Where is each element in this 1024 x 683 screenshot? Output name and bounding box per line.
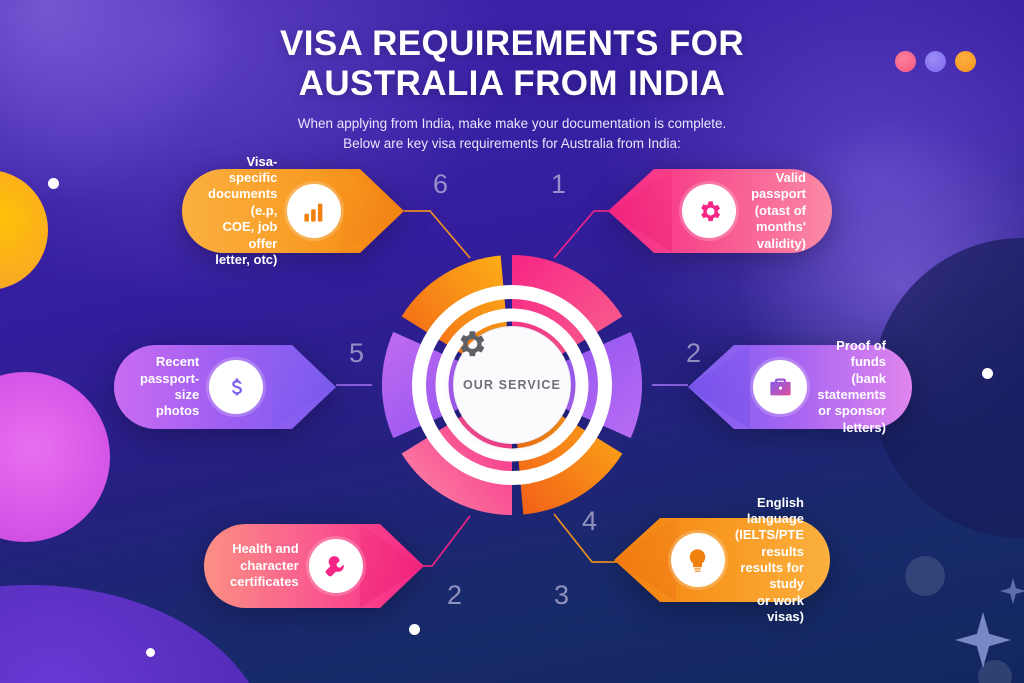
callout-recent-passport-photos[interactable]: Recent passport-size photos: [114, 345, 336, 429]
wheel-white-ring: [412, 285, 612, 485]
step-number-1: 1: [551, 169, 567, 199]
decorative-dot-purple: [925, 51, 946, 72]
header: VISA REQUIREMENTS FOR AUSTRALIA FROM IND…: [0, 24, 1024, 155]
decorative-dot: [409, 624, 420, 635]
gear-icon: [700, 200, 720, 221]
title-line-1: VISA REQUIREMENTS FOR: [279, 24, 745, 63]
title-line-2: AUSTRALIA FROM INDIA: [298, 63, 726, 103]
wrench-icon-badge: [308, 539, 363, 593]
lightbulb-icon: [690, 548, 706, 572]
bar-chart-icon: [304, 203, 323, 222]
page-subtitle: When applying from India, make make your…: [0, 114, 1024, 155]
step-number-4: 4: [582, 506, 598, 536]
callout-text: Recent passport-size photos: [140, 354, 200, 419]
step-number-5: 5: [349, 338, 365, 368]
wrench-icon: [325, 555, 344, 576]
wheel-white-ring-inner: [435, 308, 589, 462]
lightbulb-icon-badge: [670, 533, 725, 587]
connector-6: [404, 210, 471, 259]
decorative-dot: [982, 368, 993, 379]
subtitle-line-1: When applying from India, make make your…: [297, 116, 727, 132]
step-number-3: 3: [554, 580, 570, 610]
wheel-hub: OUR SERVICE: [453, 326, 571, 444]
page-title: VISA REQUIREMENTS FOR AUSTRALIA FROM IND…: [0, 24, 1024, 103]
callout-text: English language (IELTS/PTE results resu…: [734, 494, 804, 625]
subtitle-line-2: Below are key visa requirements for Aust…: [343, 136, 681, 152]
step-number-2b: 2: [447, 580, 463, 610]
step-number-2: 2: [686, 338, 702, 368]
dollar-icon-badge: [209, 360, 264, 414]
callout-text: Health and character certificates: [230, 541, 299, 590]
callout-visa-specific-documents[interactable]: Visa-specific documents (e.p, COE, job o…: [182, 154, 404, 267]
gear-icon-badge: [682, 184, 736, 238]
dollar-icon: [231, 378, 242, 395]
briefcase-icon: [770, 378, 791, 395]
decorative-dot: [146, 648, 155, 657]
callout-text: Valid passport (otast of months' validit…: [751, 170, 806, 251]
decorative-dot-faint: [905, 556, 945, 596]
callout-proof-of-funds[interactable]: Proof of funds (bank statements or spons…: [688, 338, 912, 435]
wheel-hub-label: OUR SERVICE: [462, 378, 561, 392]
decorative-dot-pink: [895, 51, 916, 72]
decorative-dot-faint: [978, 660, 1012, 683]
connector-4: [553, 513, 620, 563]
gear-icon: [460, 331, 485, 357]
callout-english-language[interactable]: English language (IELTS/PTE results resu…: [614, 495, 830, 624]
step-number-6: 6: [433, 169, 449, 199]
decorative-dot-orange: [955, 51, 976, 72]
callout-text: Proof of funds (bank statements or spons…: [817, 337, 887, 435]
briefcase-icon-badge: [753, 360, 808, 414]
callout-valid-passport[interactable]: Valid passport (otast of months' validit…: [608, 169, 832, 253]
bar-chart-icon-badge: [287, 184, 342, 238]
decorative-dot: [48, 178, 59, 189]
callout-health-character-certificates[interactable]: Health and character certificates: [204, 524, 424, 608]
service-wheel-chart: OUR SERVICE: [362, 235, 662, 535]
callout-text: Visa-specific documents (e.p, COE, job o…: [208, 153, 278, 267]
